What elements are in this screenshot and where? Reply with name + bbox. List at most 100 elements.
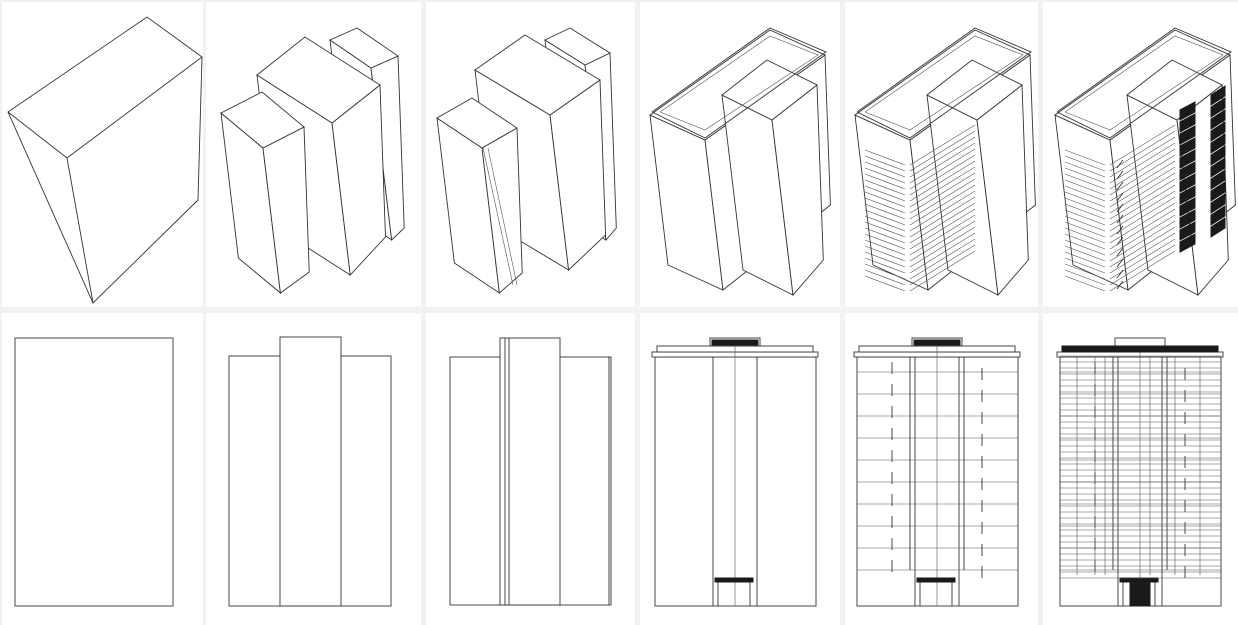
floor-line bbox=[909, 232, 976, 274]
floor-line bbox=[864, 239, 906, 256]
floor-line bbox=[909, 214, 976, 256]
floor-line bbox=[1109, 136, 1176, 178]
balcony-shadow bbox=[1179, 113, 1196, 133]
balcony-shadow bbox=[1210, 145, 1226, 166]
balcony-shadow bbox=[1210, 85, 1226, 106]
window-mullion bbox=[1116, 258, 1124, 268]
balcony-shadow bbox=[1210, 217, 1226, 238]
floor-line bbox=[909, 226, 976, 268]
balcony-shadow bbox=[1179, 209, 1196, 229]
window-mullion bbox=[1116, 225, 1124, 235]
floor-line bbox=[909, 208, 976, 250]
floor-line bbox=[1064, 191, 1106, 208]
balcony-shadow bbox=[1210, 97, 1226, 118]
roof-parapet-inner bbox=[1064, 35, 1224, 131]
roof-parapet bbox=[1056, 27, 1232, 139]
floor-line bbox=[909, 220, 976, 262]
floor-line bbox=[909, 250, 976, 292]
edge-line bbox=[7, 111, 68, 159]
rear-volume-top-face bbox=[329, 27, 399, 69]
isometric-panel-6 bbox=[1043, 2, 1238, 307]
floor-line bbox=[864, 203, 906, 220]
window-mullion bbox=[1116, 236, 1124, 246]
balcony-shadow bbox=[1179, 137, 1196, 157]
floor-line bbox=[864, 161, 906, 178]
floor-line bbox=[864, 269, 906, 286]
floor-line bbox=[864, 191, 906, 208]
floor-line bbox=[1064, 203, 1106, 220]
isometric-panel-3 bbox=[426, 2, 635, 307]
elevation-panel-3 bbox=[426, 313, 635, 625]
floor-line bbox=[1109, 190, 1176, 232]
floor-line bbox=[1109, 220, 1176, 262]
roof-band bbox=[1061, 345, 1219, 353]
entrance-canopy bbox=[714, 577, 754, 583]
floor-line bbox=[909, 238, 976, 280]
central-bay bbox=[499, 337, 561, 606]
balcony-shadow bbox=[1210, 181, 1226, 202]
balcony-shadow bbox=[1179, 149, 1196, 169]
central-bay bbox=[279, 336, 342, 607]
floor-line bbox=[1064, 239, 1106, 256]
floor-line bbox=[864, 167, 906, 184]
floor-line bbox=[1064, 251, 1106, 268]
roof-parapet bbox=[856, 27, 1032, 139]
balcony-shadow bbox=[1210, 109, 1226, 130]
floor-line bbox=[1064, 257, 1106, 274]
floor-line bbox=[1064, 185, 1106, 202]
floor-line bbox=[909, 130, 976, 172]
floor-line bbox=[864, 173, 906, 190]
floor-line bbox=[864, 263, 906, 280]
facade-outline bbox=[14, 337, 174, 607]
floor-line bbox=[909, 148, 976, 190]
roof-parapet bbox=[651, 27, 827, 139]
window-mullion bbox=[1116, 247, 1124, 257]
rooftop-structure bbox=[1114, 337, 1166, 347]
floor-line bbox=[1109, 130, 1176, 172]
floor-line bbox=[1109, 232, 1176, 274]
roof-parapet-inner bbox=[864, 35, 1024, 131]
entrance-canopy bbox=[916, 577, 956, 583]
balcony-shadow bbox=[1179, 125, 1196, 145]
facade-outline bbox=[856, 356, 1019, 607]
central-volume-top-face bbox=[474, 34, 601, 116]
balcony-shadow bbox=[1210, 169, 1226, 190]
entrance-door bbox=[1129, 579, 1151, 607]
floor-line bbox=[1109, 214, 1176, 256]
window-mullion bbox=[1116, 269, 1124, 279]
balcony-shadow bbox=[1179, 161, 1196, 181]
floor-line bbox=[909, 190, 976, 232]
facade-outline bbox=[654, 356, 817, 607]
floor-line bbox=[864, 227, 906, 244]
balcony-shadow bbox=[1210, 193, 1226, 214]
elevation-panel-2 bbox=[206, 313, 421, 625]
floor-line bbox=[1109, 226, 1176, 268]
isometric-panel-5 bbox=[845, 2, 1038, 307]
floor-line bbox=[1109, 124, 1176, 166]
floor-line bbox=[909, 142, 976, 184]
balcony-shadow bbox=[1179, 197, 1196, 217]
window-mullion bbox=[1116, 203, 1124, 213]
floor-line bbox=[1109, 202, 1176, 244]
floor-line bbox=[864, 233, 906, 250]
floor-line bbox=[864, 185, 906, 202]
floor-line bbox=[1064, 149, 1106, 166]
floor-line bbox=[864, 215, 906, 232]
floor-line bbox=[864, 275, 906, 292]
floor-line bbox=[1064, 173, 1106, 190]
floor-line bbox=[864, 149, 906, 166]
floor-line bbox=[909, 202, 976, 244]
floor-line bbox=[1109, 160, 1176, 202]
roof-parapet-inner bbox=[659, 35, 819, 131]
isometric-panel-4 bbox=[640, 2, 840, 307]
floor-line bbox=[864, 179, 906, 196]
floor-line bbox=[864, 197, 906, 214]
floor-line bbox=[909, 196, 976, 238]
floor-line bbox=[1064, 197, 1106, 214]
floor-line bbox=[1064, 233, 1106, 250]
floor-line bbox=[1064, 227, 1106, 244]
window-mullion bbox=[1116, 170, 1124, 180]
floor-line bbox=[1109, 166, 1176, 208]
window-mullion bbox=[1116, 192, 1124, 202]
